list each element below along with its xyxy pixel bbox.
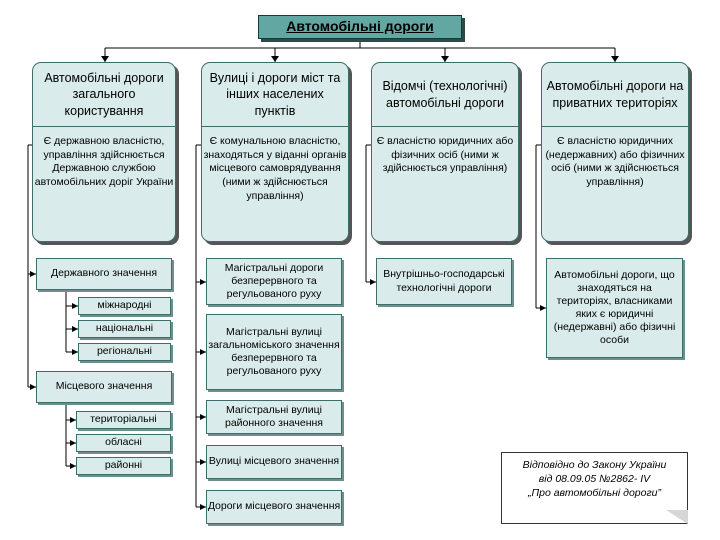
- column-header: Автомобільні дороги загального користува…: [33, 63, 175, 127]
- street-type-box: Вулиці місцевого значення: [206, 445, 342, 479]
- street-type-box: Магістральні вулиці загальноміського зна…: [206, 314, 342, 390]
- column-description: Є власністю юридичних (недержавних) або …: [545, 135, 685, 188]
- local-item-territorial: територіальні: [76, 411, 171, 429]
- column-city-streets: Вулиці і дороги міст та інших населених …: [201, 62, 349, 242]
- column-departmental-roads: Відомчі (технологічні) автомобільні доро…: [371, 62, 519, 242]
- column-description: Є комунальною власністю, знаходяться у в…: [203, 135, 347, 202]
- state-item-international: міжнародні: [78, 297, 171, 315]
- local-significance-box: Місцевого значення: [36, 371, 172, 403]
- column-public-roads: Автомобільні дороги загального користува…: [32, 62, 176, 242]
- local-item-district: районні: [76, 457, 171, 475]
- state-item-national: національні: [78, 320, 171, 338]
- column-header: Вулиці і дороги міст та інших населених …: [202, 63, 348, 127]
- note-line: Відповідно до Закону України: [522, 459, 667, 471]
- street-type-box: Дороги місцевого значення: [206, 490, 342, 524]
- column-description: Є державною власністю, управління здійсн…: [34, 135, 174, 188]
- street-type-box: Магістральні дороги безперервного та рег…: [206, 258, 342, 305]
- private-roads-box: Автомобільні дороги, що знаходяться на т…: [546, 258, 683, 358]
- note-line: від 08.09.05 №2862- IV: [538, 473, 651, 486]
- column-header: Автомобільні дороги на приватних територ…: [542, 63, 688, 127]
- column-header: Відомчі (технологічні) автомобільні доро…: [372, 63, 518, 127]
- column-description: Є власністю юридичних або фізичних осіб …: [376, 135, 514, 175]
- technological-roads-box: Внутрішньо-господарські технологічні дор…: [376, 258, 512, 305]
- diagram-title: Автомобільні дороги: [258, 15, 462, 39]
- street-type-box: Магістральні вулиці районного значення: [206, 400, 342, 434]
- state-significance-box: Державного значення: [36, 258, 172, 290]
- note-folded-corner: [666, 510, 688, 524]
- column-private-roads: Автомобільні дороги на приватних територ…: [541, 62, 689, 242]
- legal-reference-note: Відповідно до Закону України від 08.09.0…: [501, 452, 688, 524]
- note-line: „Про автомобільні дороги”: [528, 487, 661, 500]
- state-item-regional: регіональні: [78, 343, 171, 361]
- local-item-oblast: обласні: [76, 434, 171, 452]
